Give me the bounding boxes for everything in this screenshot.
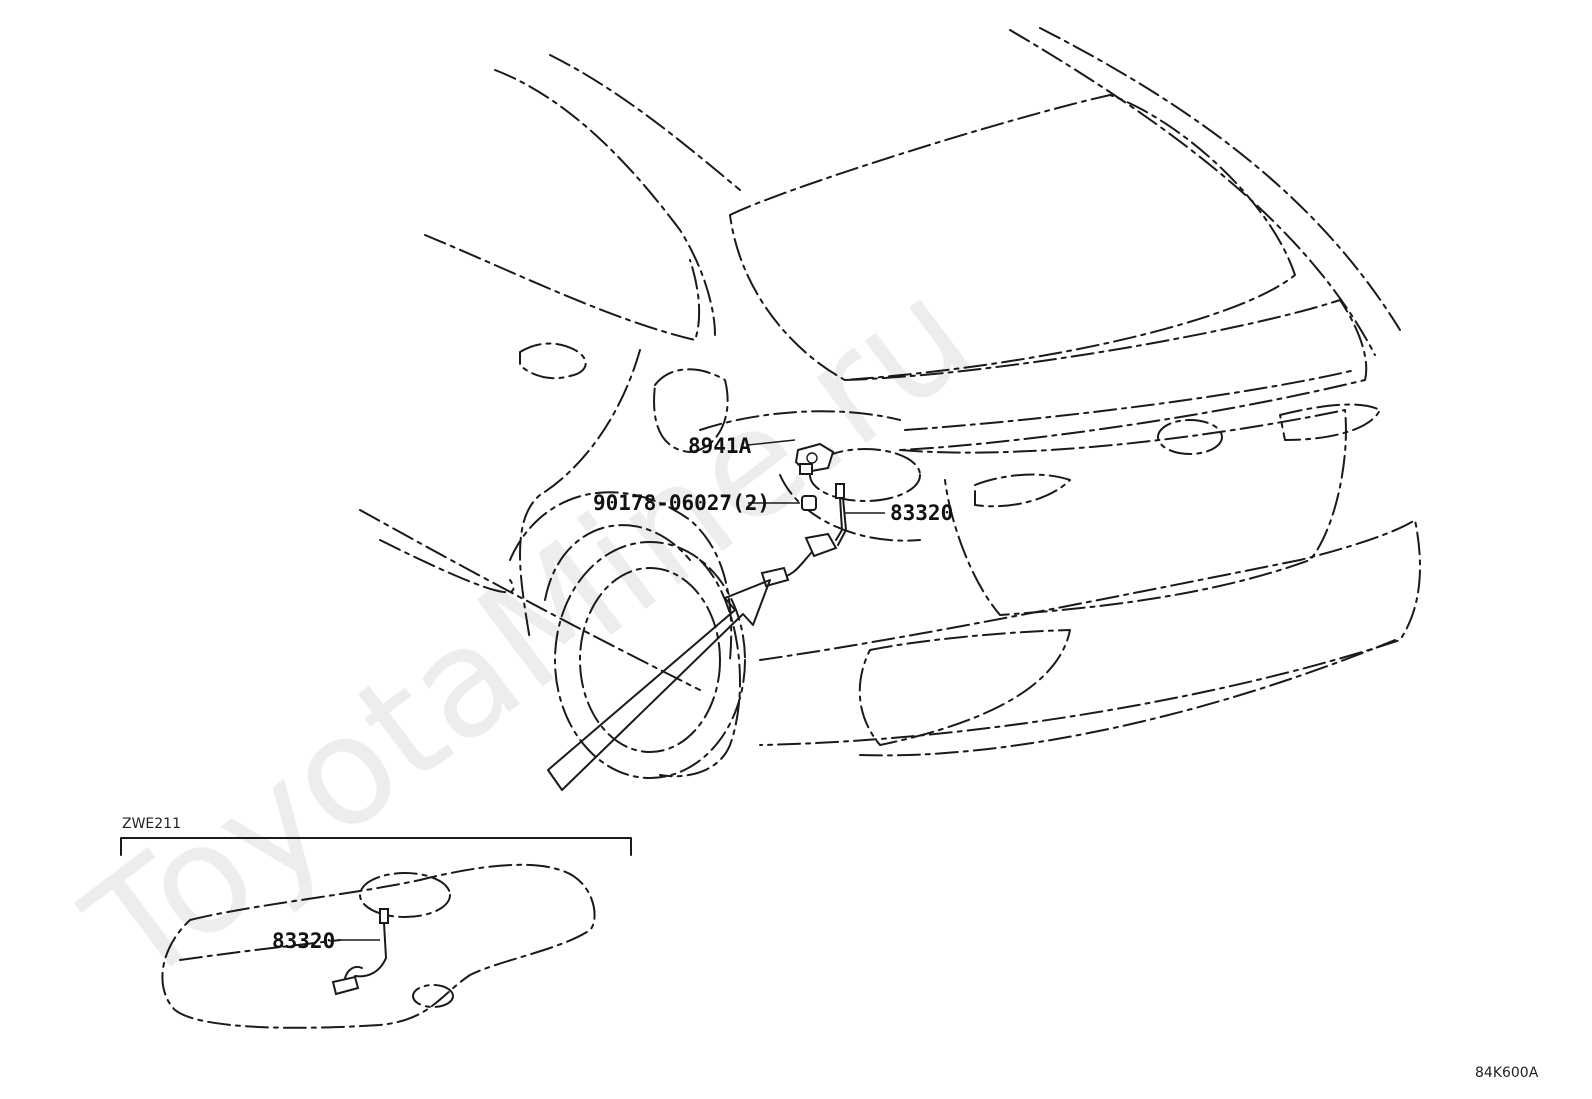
fuel-lid-lock-part: [794, 442, 835, 475]
car-body: [359, 27, 1421, 779]
inset-model-label: ZWE211: [122, 816, 181, 832]
leader-lines: [340, 439, 885, 941]
callout-lid-lock: 8941A: [688, 434, 752, 458]
clip-part: [801, 495, 817, 511]
fuel-sender-gauge-main: [760, 483, 847, 588]
detail-arrow: [547, 579, 771, 791]
callout-sender-main: 83320: [890, 501, 953, 525]
inset-zwe211: ZWE211: [120, 816, 632, 1029]
callout-sender-inset: 83320: [272, 929, 335, 953]
callout-clip: 90178-06027(2): [593, 491, 770, 515]
figure-code: 84K600A: [1475, 1065, 1539, 1081]
